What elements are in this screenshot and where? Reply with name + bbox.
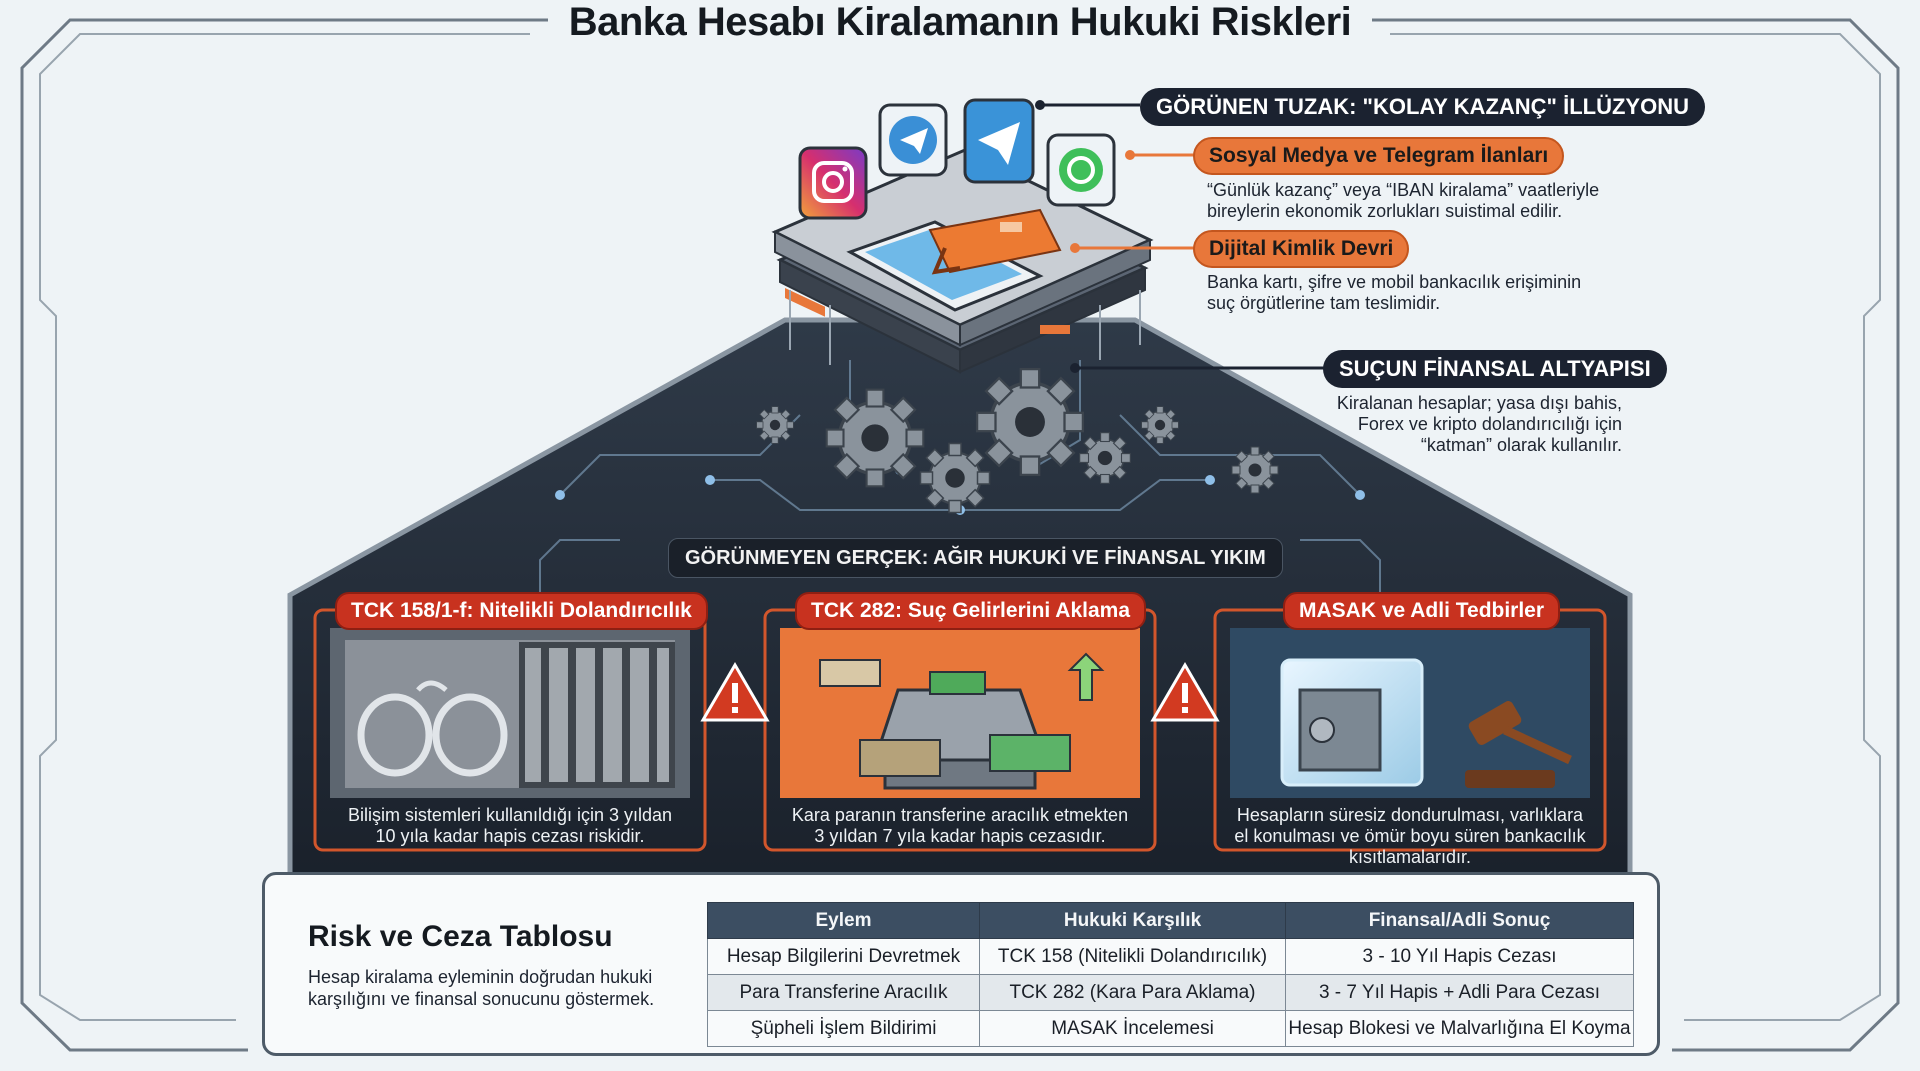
phone-icon	[846, 220, 1044, 312]
telegram-icon	[878, 103, 948, 177]
financial-infrastructure-label: SUÇUN FİNANSAL ALTYAPISI	[1323, 350, 1667, 388]
financial-infrastructure-description: Kiralanan hesaplar; yasa dışı bahis, For…	[1300, 393, 1622, 456]
table-row: Hesap Bilgilerini Devretmek TCK 158 (Nit…	[707, 938, 1634, 975]
warning-icon	[700, 662, 770, 722]
bank-card-icon	[928, 208, 1062, 275]
table-cell: TCK 282 (Kara Para Aklama)	[979, 974, 1286, 1011]
instagram-icon	[798, 146, 868, 220]
description-line: Kiralanan hesaplar; yasa dışı bahis,	[1336, 393, 1622, 413]
table-cell: Şüpheli İşlem Bildirimi	[707, 1010, 980, 1047]
hidden-reality-label: GÖRÜNMEYEN GERÇEK: AĞIR HUKUKİ VE FİNANS…	[668, 538, 1283, 578]
risk-table-description: Hesap kiralama eyleminin doğrudan hukuki…	[308, 967, 655, 1009]
table-cell: 3 - 10 Yıl Hapis Cezası	[1285, 938, 1634, 975]
description-line: suç örgütlerine tam teslimidir.	[1207, 293, 1441, 313]
description-line: “katman” olarak kullanılır.	[1420, 435, 1622, 455]
social-media-description: “Günlük kazanç” veya “IBAN kiralama” vaa…	[1207, 180, 1599, 222]
table-cell: TCK 158 (Nitelikli Dolandırıcılık)	[979, 938, 1286, 975]
panel-label-tck158: TCK 158/1-f: Nitelikli Dolandırıcılık	[335, 592, 708, 630]
column-header: Hukuki Karşılık	[979, 902, 1286, 939]
table-row: Şüpheli İşlem Bildirimi MASAK İncelemesi…	[707, 1010, 1634, 1047]
panel-caption-tck158: Bilişim sistemleri kullanıldığı için 3 y…	[320, 805, 700, 847]
caption-line: 3 yıldan 7 yıla kadar hapis cezasıdır.	[814, 826, 1106, 846]
caption-line: el konulması ve ömür boyu süren bankacıl…	[1234, 826, 1586, 846]
caption-line: kısıtlamalarıdır.	[1348, 847, 1472, 867]
panel-label-masak: MASAK ve Adli Tedbirler	[1283, 592, 1561, 630]
table-cell: Para Transferine Aracılık	[707, 974, 980, 1011]
table-cell: Hesap Bilgilerini Devretmek	[707, 938, 980, 975]
page-title: Banka Hesabı Kiralamanın Hukuki Riskleri	[568, 0, 1352, 44]
jail-bars-icon	[519, 642, 675, 788]
digital-identity-label: Dijital Kimlik Devri	[1193, 230, 1410, 268]
description-line: Forex ve kripto dolandırıcılığı için	[1357, 414, 1622, 434]
table-cell: Hesap Blokesi ve Malvarlığına El Koyma	[1285, 1010, 1634, 1047]
column-header: Eylem	[707, 902, 980, 939]
visible-trap-label: GÖRÜNEN TUZAK: "KOLAY KAZANÇ" İLLÜZYONU	[1140, 88, 1705, 126]
description-line: Banka kartı, şifre ve mobil bankacılık e…	[1207, 272, 1582, 292]
caption-line: Hesapların süresiz dondurulması, varlıkl…	[1236, 805, 1584, 825]
panel-label-tck282: TCK 282: Suç Gelirlerini Aklama	[795, 592, 1147, 630]
table-cell: 3 - 7 Yıl Hapis + Adli Para Cezası	[1285, 974, 1634, 1011]
telegram-icon	[963, 98, 1035, 184]
risk-table: Eylem Hukuki Karşılık Finansal/Adli Sonu…	[707, 902, 1634, 1047]
digital-identity-description: Banka kartı, şifre ve mobil bankacılık e…	[1207, 272, 1581, 314]
warning-icon	[1150, 662, 1220, 722]
table-row: Para Transferine Aracılık TCK 282 (Kara …	[707, 974, 1634, 1011]
social-media-label: Sosyal Medya ve Telegram İlanları	[1193, 137, 1565, 175]
caption-line: Kara paranın transferine aracılık etmekt…	[791, 805, 1129, 825]
caption-line: Bilişim sistemleri kullanıldığı için 3 y…	[347, 805, 673, 825]
gavel-icon	[1465, 701, 1572, 788]
caption-line: 10 yıla kadar hapis cezası riskidir.	[375, 826, 645, 846]
risk-table-title: Risk ve Ceza Tablosu	[308, 920, 613, 953]
panel-caption-masak: Hesapların süresiz dondurulması, varlıkl…	[1220, 805, 1600, 868]
table-cell: MASAK İncelemesi	[979, 1010, 1286, 1047]
description-line: “Günlük kazanç” veya “IBAN kiralama” vaa…	[1207, 180, 1600, 200]
description-line: bireylerin ekonomik zorlukları suistimal…	[1207, 201, 1563, 221]
frozen-safe-icon	[1280, 658, 1424, 787]
money-laundering-machine-icon	[819, 652, 1105, 790]
column-header: Finansal/Adli Sonuç	[1285, 902, 1634, 939]
handcuffs-icon	[357, 680, 508, 777]
panel-caption-tck282: Kara paranın transferine aracılık etmekt…	[770, 805, 1150, 847]
table-header-row: Eylem Hukuki Karşılık Finansal/Adli Sonu…	[707, 902, 1634, 939]
whatsapp-icon	[1046, 133, 1116, 207]
